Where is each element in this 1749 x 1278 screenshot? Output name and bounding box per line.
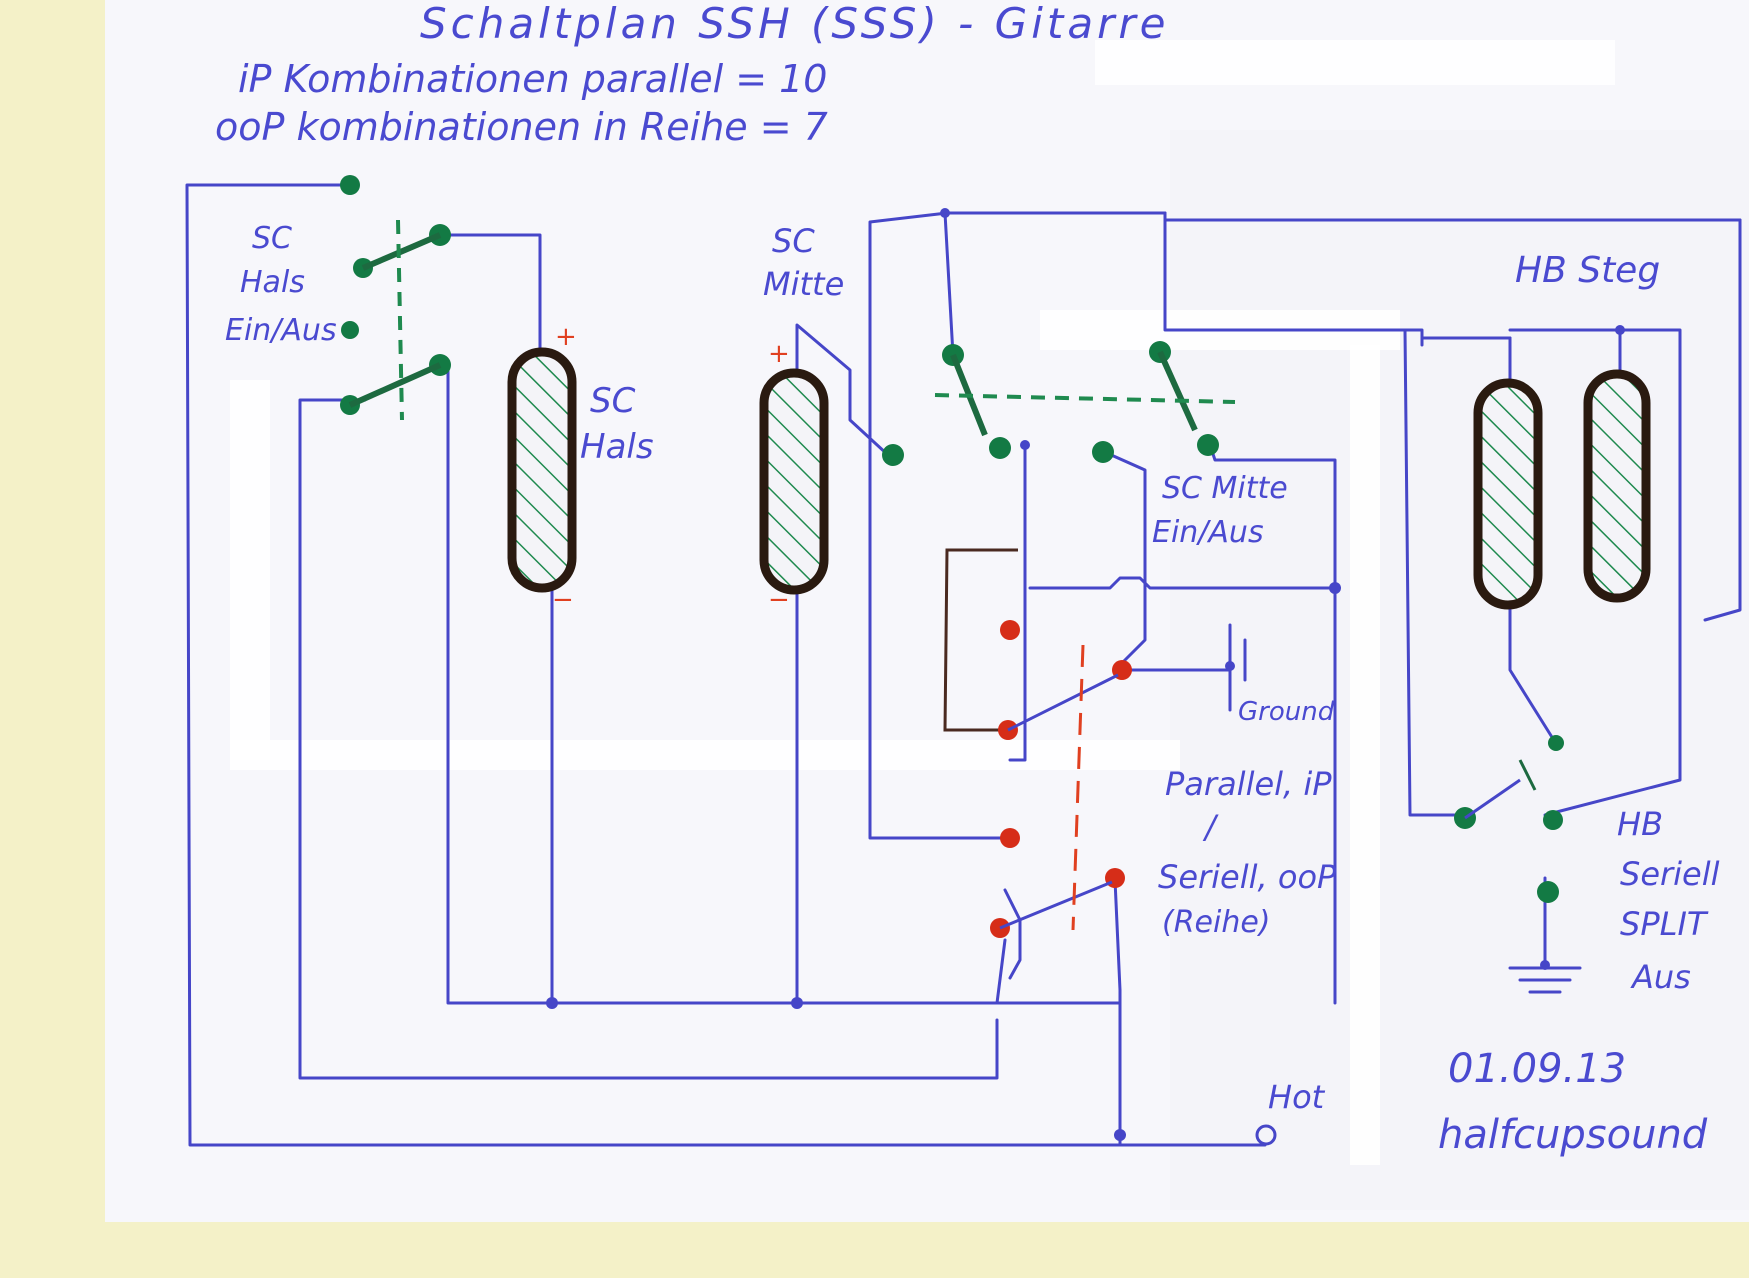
hot-label: Hot xyxy=(1268,1078,1326,1116)
signature-text: halfcupsound xyxy=(1438,1112,1708,1158)
switch-hb-label-2: Seriell xyxy=(1620,855,1720,893)
sc-mitte-minus: − xyxy=(768,585,790,615)
pickup-hb-coil-1 xyxy=(1473,378,1543,610)
sc-hals-plus: + xyxy=(555,322,577,352)
pickup-sc-mitte xyxy=(759,368,829,595)
diagram-title: Schaltplan SSH (SSS) - Gitarre xyxy=(420,0,1169,48)
date-text: 01.09.13 xyxy=(1448,1046,1626,1092)
switch-parallel-series xyxy=(990,620,1132,938)
combo-parallel-text: iP Kombinationen parallel = 10 xyxy=(238,57,827,101)
switch-hb-label-4: Aus xyxy=(1630,958,1691,996)
parallel-series-label-3: Seriell, ooP xyxy=(1158,858,1337,896)
switch-hb-label-3: SPLIT xyxy=(1620,905,1709,943)
pickup-sc-mitte-label-1: SC xyxy=(772,222,815,260)
parallel-series-label-4: (Reihe) xyxy=(1162,905,1271,940)
pickup-sc-hals xyxy=(507,347,577,593)
switch-sc-hals xyxy=(340,175,451,421)
sc-mitte-terminal xyxy=(882,444,904,466)
sc-mitte-plus: + xyxy=(768,339,790,369)
switch-sc-hals-label-3: Ein/Aus xyxy=(225,313,337,348)
junctions xyxy=(546,208,1625,1141)
pickup-sc-mitte-label-2: Mitte xyxy=(763,265,844,303)
wires xyxy=(185,183,1742,1147)
switch-sc-mitte-label-2: Ein/Aus xyxy=(1152,515,1264,550)
dark-wire xyxy=(943,548,1018,732)
switch-sc-mitte-label-1: SC Mitte xyxy=(1162,471,1288,506)
parallel-series-label-1: Parallel, iP xyxy=(1165,765,1332,803)
hb-steg-label: HB Steg xyxy=(1515,250,1660,291)
pickup-sc-hals-label-1: SC xyxy=(590,381,636,421)
combo-series-text: ooP kombinationen in Reihe = 7 xyxy=(215,105,828,149)
switch-hb xyxy=(1454,735,1564,903)
pickup-hb-coil-2 xyxy=(1583,369,1651,603)
ground-label: Ground xyxy=(1238,697,1335,727)
switch-sc-mitte xyxy=(934,341,1236,463)
pickup-sc-hals-label-2: Hals xyxy=(580,427,654,467)
switch-sc-hals-label-1: SC xyxy=(252,221,292,256)
sc-hals-minus: − xyxy=(552,585,574,615)
parallel-series-label-2: / xyxy=(1202,808,1219,846)
switch-sc-hals-label-2: Hals xyxy=(240,265,305,300)
switch-hb-label-1: HB xyxy=(1617,805,1663,843)
